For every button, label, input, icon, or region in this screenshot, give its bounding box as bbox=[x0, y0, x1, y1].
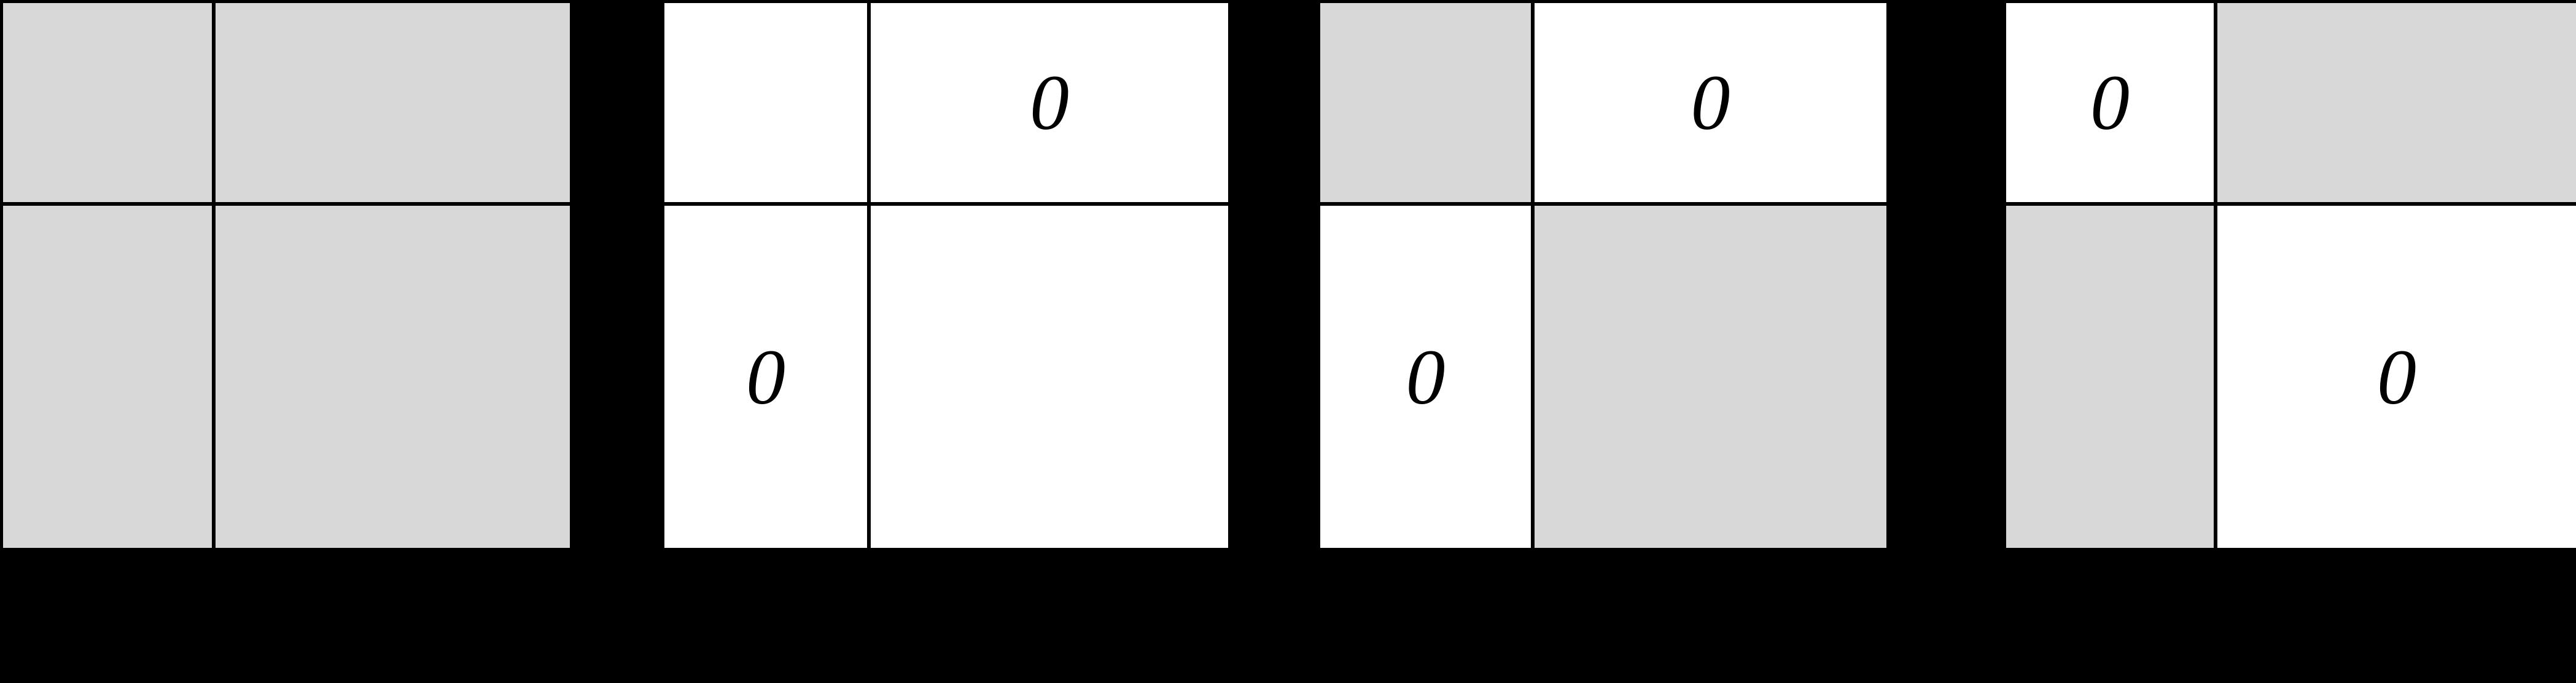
matrix-4-cell-r1c1: 0 bbox=[2217, 206, 2576, 548]
matrix-2-cell-r1c0: 0 bbox=[664, 206, 867, 548]
matrix-3-cell-r1c0: 0 bbox=[1320, 206, 1531, 548]
matrix-1-cell-r0c1 bbox=[216, 3, 570, 202]
matrix-4-zero-label-r0c0: 0 bbox=[2090, 59, 2130, 146]
matrix-3-zero-label-r1c0: 0 bbox=[1406, 333, 1446, 421]
matrix-2-cell-r0c1: 0 bbox=[871, 3, 1228, 202]
matrix-3-cell-r0c1: 0 bbox=[1535, 3, 1886, 202]
matrix-3-zero-label-r0c1: 0 bbox=[1691, 59, 1730, 146]
matrix-4-cell-r0c0: 0 bbox=[2006, 3, 2214, 202]
matrix-3-cell-r0c0 bbox=[1320, 3, 1531, 202]
matrix-2-cell-r1c1 bbox=[871, 206, 1228, 548]
matrix-3-cell-r1c1 bbox=[1535, 206, 1886, 548]
matrix-2-cell-r0c0 bbox=[664, 3, 867, 202]
matrix-4-zero-label-r1c1: 0 bbox=[2377, 333, 2416, 421]
matrix-4-cell-r0c1 bbox=[2217, 3, 2576, 202]
matrix-1-cell-r1c0 bbox=[3, 206, 212, 548]
matrix-1-cell-r1c1 bbox=[216, 206, 570, 548]
matrix-1-cell-r0c0 bbox=[3, 3, 212, 202]
matrix-1 bbox=[3, 3, 570, 548]
matrix-4-cell-r1c0 bbox=[2006, 206, 2214, 548]
matrix-2-zero-label-r0c1: 0 bbox=[1030, 59, 1069, 146]
matrix-2-zero-label-r1c0: 0 bbox=[746, 333, 785, 421]
